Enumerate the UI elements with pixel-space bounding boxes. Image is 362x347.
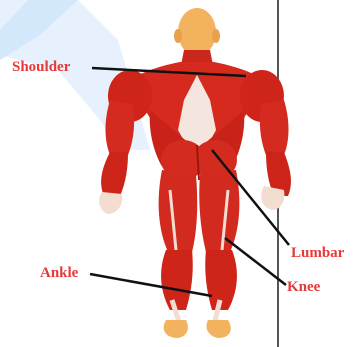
ear-left (174, 29, 182, 43)
knee-label: Knee (287, 280, 320, 295)
arm-left-lower (101, 152, 128, 196)
arm-left-upper (106, 100, 135, 155)
head (178, 8, 216, 56)
ankle-leader-line (90, 274, 212, 296)
calf-left (161, 250, 193, 310)
lumbar-label: Lumbar (291, 246, 344, 261)
hand-left (99, 192, 122, 214)
arm-right-upper (260, 100, 289, 155)
hand-right (261, 186, 284, 210)
foot-left (164, 320, 188, 338)
ear-right (212, 29, 220, 43)
foot-right (206, 320, 230, 338)
ankle-label: Ankle (40, 266, 78, 281)
thigh-right (199, 170, 239, 252)
thigh-left (159, 170, 198, 252)
shoulder-label: Shoulder (12, 60, 70, 75)
back-muscle-figure (99, 8, 291, 338)
